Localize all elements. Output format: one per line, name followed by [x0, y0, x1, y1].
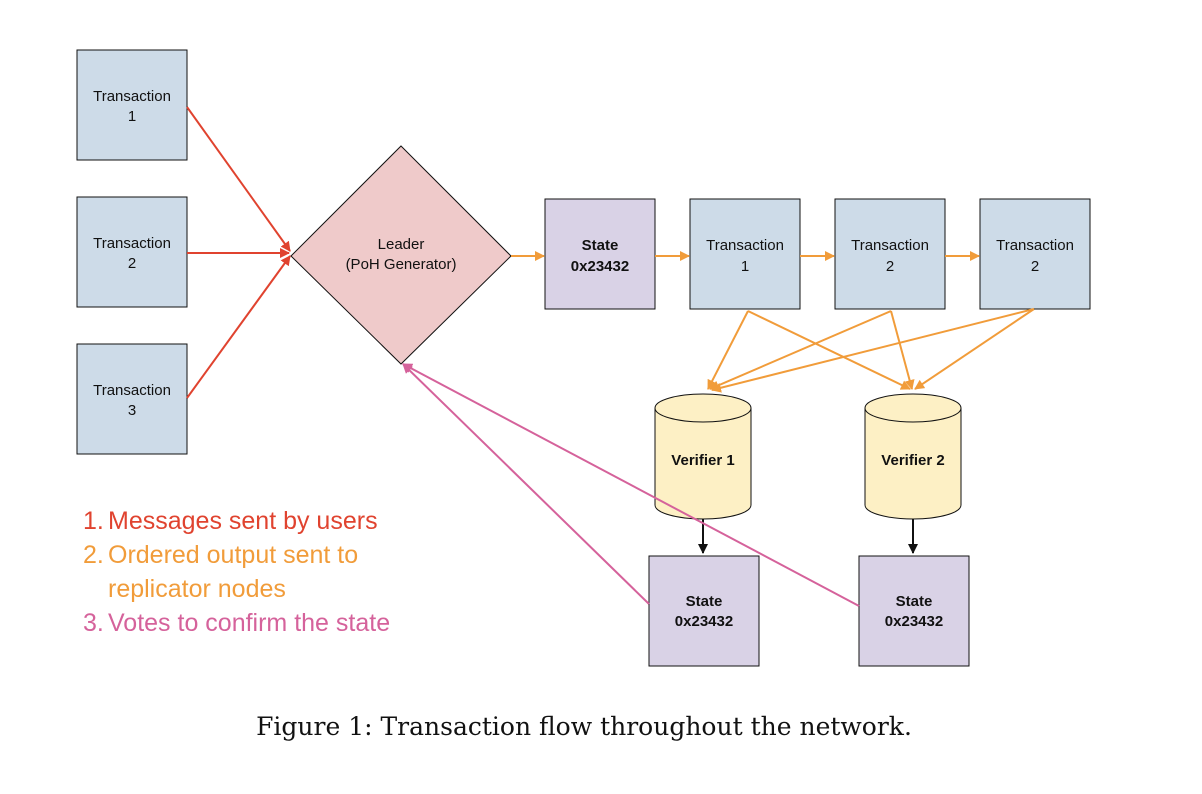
- edge-vote2-to-leader: [402, 363, 860, 607]
- chain-transaction-3: Transaction 2: [979, 198, 1091, 310]
- verifier-2-label: Verifier 2: [881, 452, 944, 469]
- edge-tx1-to-verifier2: [747, 310, 911, 390]
- verifier-2-state-line1: State: [896, 593, 933, 610]
- chain-state-line1: State: [582, 237, 619, 254]
- edge-tx2-to-verifier1: [709, 310, 892, 391]
- verifier-2: Verifier 2: [864, 393, 962, 520]
- chain-transaction-1-line1: Transaction: [706, 237, 784, 254]
- edge-input3-to-leader: [186, 255, 291, 399]
- edge-tx3-to-verifier1: [711, 308, 1035, 393]
- chain-transaction-1: Transaction 1: [689, 198, 801, 310]
- verifier-1-state-line1: State: [686, 593, 723, 610]
- edge-input1-to-leader: [186, 106, 291, 252]
- input-transaction-3-line1: Transaction: [93, 382, 171, 399]
- chain-transaction-1-line2: 1: [741, 258, 749, 275]
- legend-item-1-text: Messages sent by users: [108, 507, 378, 535]
- leader-line1: Leader: [378, 236, 425, 253]
- leader-node: Leader (PoH Generator): [290, 145, 512, 365]
- legend-item-2-number: 2.: [83, 541, 104, 569]
- input-transaction-1: Transaction 1: [76, 49, 188, 161]
- legend-item-1-number: 1.: [83, 507, 104, 535]
- edge-tx3-to-verifier2: [914, 308, 1035, 390]
- verifier-1-state-line2: 0x23432: [675, 613, 733, 630]
- edge-tx1-to-verifier1: [707, 310, 749, 390]
- chain-transaction-2: Transaction 2: [834, 198, 946, 310]
- chain-transaction-3-line1: Transaction: [996, 237, 1074, 254]
- input-transaction-2-line1: Transaction: [93, 235, 171, 252]
- verifier-1-state: State 0x23432: [648, 555, 760, 667]
- edge-tx2-to-verifier2: [890, 310, 915, 390]
- legend-item-2-text: Ordered output sent to: [108, 541, 359, 569]
- chain-transaction-2-line1: Transaction: [851, 237, 929, 254]
- legend-item-3-text: Votes to confirm the state: [108, 609, 391, 637]
- input-transaction-3: Transaction 3: [76, 343, 188, 455]
- verifier-2-state: State 0x23432: [858, 555, 970, 667]
- chain-state-line2: 0x23432: [571, 258, 629, 275]
- verifier-1-label: Verifier 1: [671, 452, 734, 469]
- input-transaction-3-line2: 3: [128, 402, 136, 419]
- input-transaction-2-line2: 2: [128, 255, 136, 272]
- input-transaction-1-line1: Transaction: [93, 88, 171, 105]
- leader-line2: (PoH Generator): [346, 256, 457, 273]
- verifier-1: Verifier 1: [654, 393, 752, 520]
- legend: 1. Messages sent by users 2. Ordered out…: [83, 504, 390, 640]
- legend-item-2-text-continued: replicator nodes: [108, 575, 286, 603]
- legend-item-2-continued: replicator nodes: [83, 572, 390, 606]
- chain-transaction-3-line2: 2: [1031, 258, 1039, 275]
- verifier-2-state-line2: 0x23432: [885, 613, 943, 630]
- legend-item-2: 2. Ordered output sent to: [83, 538, 390, 572]
- edge-vote1-to-leader: [402, 363, 650, 605]
- chain-state: State 0x23432: [544, 198, 656, 310]
- chain-transaction-2-line2: 2: [886, 258, 894, 275]
- legend-item-1: 1. Messages sent by users: [83, 504, 390, 538]
- legend-item-3: 3. Votes to confirm the state: [83, 606, 390, 640]
- input-transaction-2: Transaction 2: [76, 196, 188, 308]
- input-transaction-1-line2: 1: [128, 108, 136, 125]
- legend-item-3-number: 3.: [83, 609, 104, 637]
- figure-caption: Figure 1: Transaction flow throughout th…: [256, 712, 912, 741]
